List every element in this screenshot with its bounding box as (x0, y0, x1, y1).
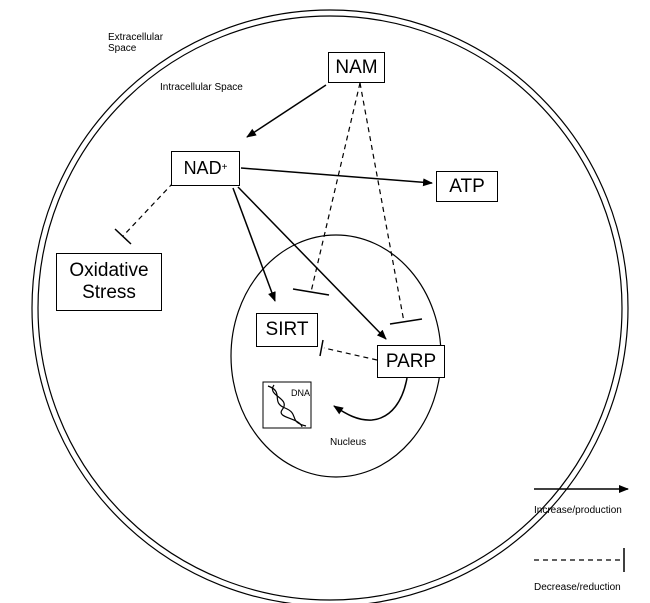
arrow-nad-to-sirt (232, 187, 276, 302)
inhibit-nad-to-oxidative (122, 182, 174, 237)
label-nucleus: Nucleus (330, 437, 367, 448)
node-nad: NAD+ (171, 151, 240, 186)
cell-membrane-outer (31, 9, 629, 603)
node-parp: PARP (377, 345, 445, 378)
arrow-parp-to-dna (333, 377, 408, 421)
label-intracellular-space: Intracellular Space (160, 82, 243, 93)
node-sirt-label: SIRT (265, 319, 309, 341)
node-nad-label: NAD (183, 158, 222, 179)
inhibit-nam-to-sirt (310, 82, 361, 293)
node-atp: ATP (436, 171, 498, 202)
inhibit-sirt-from-parp-bar (319, 339, 324, 357)
inhibit-oxidative-bar (114, 228, 132, 245)
legend-decrease-label: Decrease/reduction (534, 582, 621, 593)
legend-increase-label: Increase/production (534, 505, 622, 516)
node-nad-superscript: + (221, 161, 228, 173)
arrow-nam-to-nad (246, 84, 327, 138)
node-nam-label: NAM (335, 56, 378, 78)
node-nam: NAM (328, 52, 385, 83)
dna-box (262, 381, 312, 429)
inhibit-sirt-bar (292, 288, 330, 296)
label-extracellular-space: Extracellular Space (108, 32, 164, 54)
arrow-nad-to-atp (240, 167, 433, 187)
inhibit-nam-to-parp (359, 82, 405, 323)
inhibit-parp-to-sirt (323, 347, 378, 361)
arrow-nad-to-parp (237, 186, 387, 340)
node-oxidative-stress-line1: Oxidative (69, 260, 149, 282)
node-atp-label: ATP (449, 175, 485, 197)
node-parp-label: PARP (385, 350, 437, 372)
label-dna: DNA (291, 388, 311, 398)
inhibit-parp-bar (389, 318, 423, 325)
node-oxidative-stress: Oxidative Stress (56, 253, 162, 311)
node-sirt: SIRT (256, 313, 318, 347)
dna-helix-strand-2 (271, 384, 303, 428)
cell-membrane-inner (37, 15, 623, 601)
node-oxidative-stress-line2: Stress (82, 282, 136, 303)
